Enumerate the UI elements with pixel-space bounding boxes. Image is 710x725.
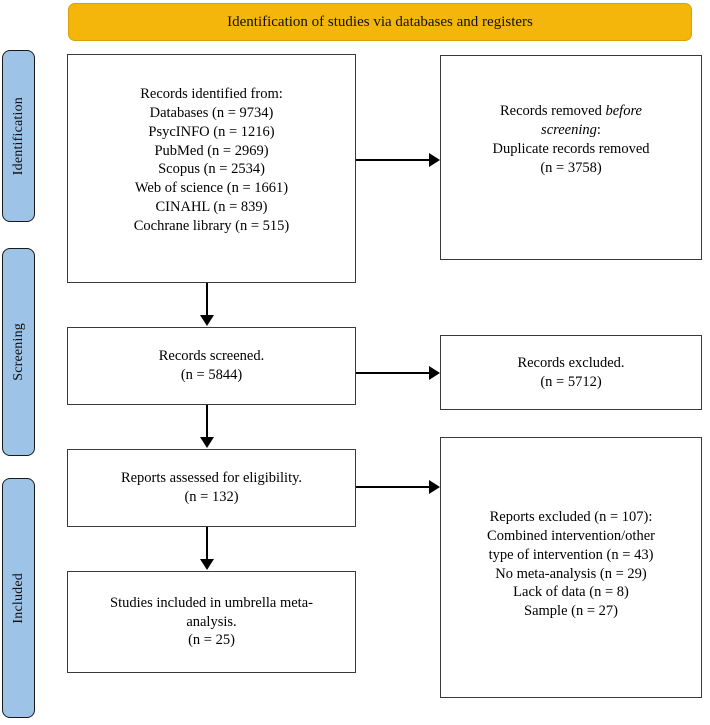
arrow-screened-to-assessed: [200, 437, 214, 448]
connector-screened-to-assessed: [206, 405, 208, 440]
connector-assessed-to-excluded: [356, 486, 435, 488]
arrow-screened-to-excluded: [429, 366, 440, 380]
arrow-assessed-to-excluded: [429, 480, 440, 494]
box-studies-included: Studies included in umbrella meta- analy…: [67, 571, 356, 673]
arrow-identified-to-removed: [429, 153, 440, 167]
reports-excluded-text: Reports excluded (n = 107): Combined int…: [487, 509, 655, 620]
box-records-excluded: Records excluded. (n = 5712): [440, 335, 702, 410]
stage-identification: Identification: [2, 50, 35, 222]
connector-screened-to-excluded: [356, 372, 435, 374]
stage-included-label: Included: [10, 572, 26, 624]
studies-included-text: Studies included in umbrella meta- analy…: [110, 594, 313, 649]
box-records-identified: Records identified from: Databases (n = …: [67, 54, 356, 283]
connector-assessed-to-included: [206, 527, 208, 562]
box-records-screened: Records screened. (n = 5844): [67, 327, 356, 405]
records-identified-text: Records identified from: Databases (n = …: [133, 86, 290, 234]
arrow-assessed-to-included: [200, 559, 214, 570]
arrow-identified-to-screened: [200, 315, 214, 326]
identification-banner: Identification of studies via databases …: [68, 3, 692, 41]
records-excluded-text: Records excluded. (n = 5712): [517, 354, 625, 390]
stage-screening: Screening: [2, 248, 35, 456]
stage-identification-label: Identification: [10, 96, 26, 176]
box-reports-assessed: Reports assessed for eligibility. (n = 1…: [67, 449, 356, 527]
banner-title: Identification of studies via databases …: [227, 13, 533, 30]
reports-assessed-text: Reports assessed for eligibility. (n = 1…: [120, 470, 303, 505]
connector-identified-to-screened: [206, 283, 208, 317]
box-reports-excluded: Reports excluded (n = 107): Combined int…: [440, 437, 702, 698]
records-screened-text: Records screened. (n = 5844): [158, 348, 265, 383]
stage-screening-label: Screening: [10, 323, 26, 381]
connector-identified-to-removed: [356, 159, 435, 161]
stage-included: Included: [2, 478, 35, 718]
